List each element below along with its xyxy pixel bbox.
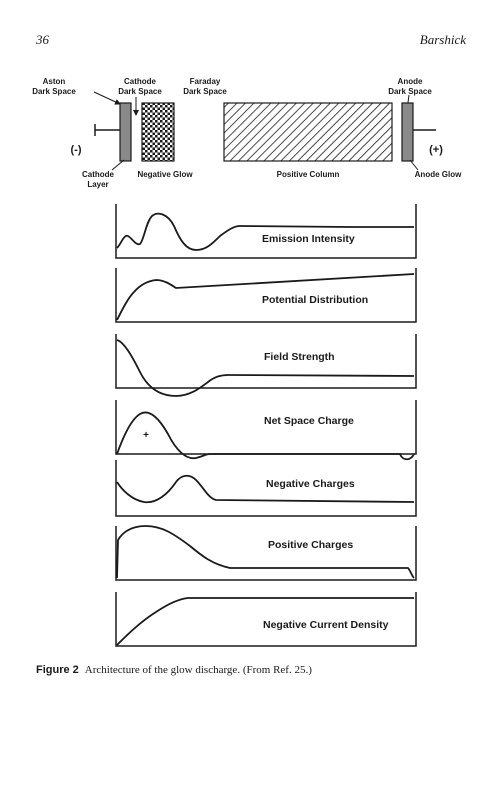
panel-field-strength: Field Strength bbox=[115, 334, 417, 397]
anode-plate bbox=[401, 102, 414, 162]
anode-glow-label: Anode Glow bbox=[415, 170, 462, 179]
cathode-dark-space-label-2: Dark Space bbox=[118, 87, 162, 96]
panel-potential-distribution: Potential Distribution bbox=[115, 268, 417, 323]
positive-column-label: Positive Column bbox=[277, 170, 340, 179]
panel-emission-intensity: Emission Intensity bbox=[115, 204, 417, 259]
discharge-schematic: Aston Dark Space Cathode Dark Space Fara… bbox=[32, 77, 462, 189]
panel-negative-current-density: Negative Current Density bbox=[115, 592, 417, 647]
aston-dark-space-label-1: Aston bbox=[43, 77, 66, 86]
positive-column-region bbox=[223, 102, 393, 162]
plus-sign: (+) bbox=[429, 144, 443, 156]
negative-glow-region bbox=[141, 102, 175, 162]
panel-positive-charges: Positive Charges bbox=[115, 525, 417, 581]
panel-net-space-charge: + Net Space Charge bbox=[115, 400, 417, 461]
aston-dark-space-label-2: Dark Space bbox=[32, 87, 76, 96]
figure-number: Figure 2 bbox=[36, 664, 79, 676]
faraday-dark-space-label-2: Dark Space bbox=[183, 87, 227, 96]
anode-dark-space-label-2: Dark Space bbox=[388, 87, 432, 96]
net-space-charge-plus: + bbox=[143, 430, 149, 441]
cathode-plate bbox=[119, 102, 132, 162]
cathode-layer-label-1: Cathode bbox=[82, 170, 115, 179]
panel-label-potential-distribution: Potential Distribution bbox=[262, 294, 368, 306]
cathode-dark-space-label-1: Cathode bbox=[124, 77, 157, 86]
cathode-layer-label-2: Layer bbox=[87, 180, 108, 189]
page-number: 36 bbox=[36, 32, 49, 47]
panel-label-negative-charges: Negative Charges bbox=[266, 478, 355, 490]
figure-caption-text: Architecture of the glow discharge. (Fro… bbox=[84, 664, 312, 676]
negative-charges-curve bbox=[116, 474, 415, 504]
negative-glow-label: Negative Glow bbox=[137, 170, 193, 179]
figure-caption: Figure 2 Architecture of the glow dischar… bbox=[36, 664, 466, 676]
panel-label-positive-charges: Positive Charges bbox=[268, 539, 353, 551]
panel-negative-charges: Negative Charges bbox=[115, 460, 417, 517]
running-head: Barshick bbox=[419, 32, 466, 47]
negative-current-density-curve bbox=[116, 597, 414, 646]
panel-label-net-space-charge: Net Space Charge bbox=[264, 415, 354, 427]
emission-intensity-curve bbox=[116, 212, 414, 251]
field-strength-curve bbox=[116, 339, 415, 397]
faraday-dark-space-label-1: Faraday bbox=[190, 77, 221, 86]
net-space-charge-curve bbox=[116, 411, 415, 461]
potential-distribution-curve bbox=[116, 273, 415, 321]
panel-label-negative-current-density: Negative Current Density bbox=[263, 619, 389, 631]
panel-label-emission-intensity: Emission Intensity bbox=[262, 233, 355, 245]
anode-dark-space-label-1: Anode bbox=[398, 77, 423, 86]
minus-sign: (-) bbox=[71, 144, 82, 156]
panel-label-field-strength: Field Strength bbox=[264, 351, 335, 363]
positive-charges-curve bbox=[116, 525, 415, 579]
